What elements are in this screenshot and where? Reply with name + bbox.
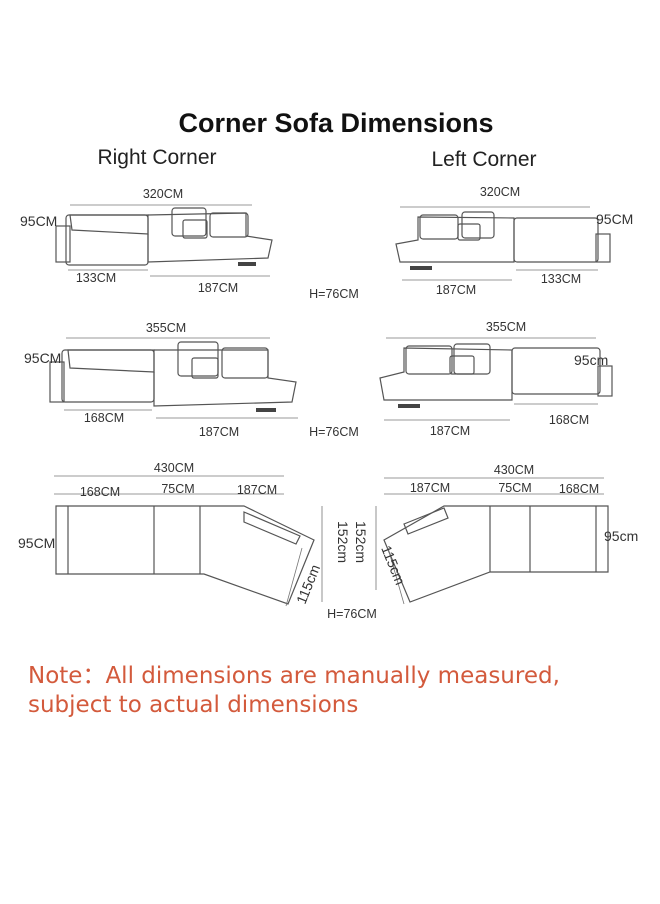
r2-right-total: 355CM	[146, 321, 186, 335]
r2-left-depth: 95cm	[574, 352, 608, 368]
r1-left-depth: 95CM	[596, 211, 633, 227]
r1-left-right-seg: 133CM	[541, 272, 581, 286]
r1-right-right-seg: 187CM	[198, 281, 238, 295]
r3-left-arm: 115cm	[378, 543, 408, 587]
r3-right-side: 152cm	[335, 521, 351, 563]
sofa-topview-right-430	[54, 475, 323, 607]
r2-right-right-seg: 187CM	[199, 425, 239, 439]
r2-left-total: 355CM	[486, 320, 526, 334]
r3-height: H=76CM	[327, 607, 377, 621]
r3-left-side: 152cm	[353, 521, 369, 563]
r2-height: H=76CM	[309, 425, 359, 439]
sofa-drawing-right-320	[55, 204, 273, 277]
r1-right-total: 320CM	[143, 187, 183, 201]
sofa-drawing-right-355	[49, 337, 298, 419]
left-corner-heading: Left Corner	[431, 148, 536, 171]
r3-right-seg3: 187CM	[237, 483, 277, 497]
r3-left-seg1: 187CM	[410, 481, 450, 495]
r3-left-total: 430CM	[494, 463, 534, 477]
r1-right-left-seg: 133CM	[76, 271, 116, 285]
r3-right-total: 430CM	[154, 461, 194, 475]
r2-left-right-seg: 168CM	[549, 413, 589, 427]
r3-left-seg2: 75CM	[498, 481, 531, 495]
note-line-2: subject to actual dimensions	[28, 692, 359, 718]
note-line-1: Note：All dimensions are manually measure…	[28, 663, 560, 689]
r3-right-depth: 95CM	[18, 535, 55, 551]
r2-right-left-seg: 168CM	[84, 411, 124, 425]
r3-right-arm: 115cm	[293, 562, 323, 606]
r2-left-left-seg: 187CM	[430, 424, 470, 438]
r1-left-total: 320CM	[480, 185, 520, 199]
page-title: Corner Sofa Dimensions	[178, 108, 493, 138]
sofa-drawing-left-320	[395, 206, 611, 281]
sofa-topview-left-430	[375, 477, 609, 605]
r3-left-depth: 95cm	[604, 528, 638, 544]
r2-right-depth: 95CM	[24, 350, 61, 366]
r1-height: H=76CM	[309, 287, 359, 301]
r3-left-seg3: 168CM	[559, 482, 599, 496]
sofa-drawing-left-355	[379, 337, 613, 421]
right-corner-heading: Right Corner	[97, 146, 216, 169]
r3-right-seg2: 75CM	[161, 482, 194, 496]
r3-right-seg1: 168CM	[80, 485, 120, 499]
r1-left-left-seg: 187CM	[436, 283, 476, 297]
r1-right-depth: 95CM	[20, 213, 57, 229]
